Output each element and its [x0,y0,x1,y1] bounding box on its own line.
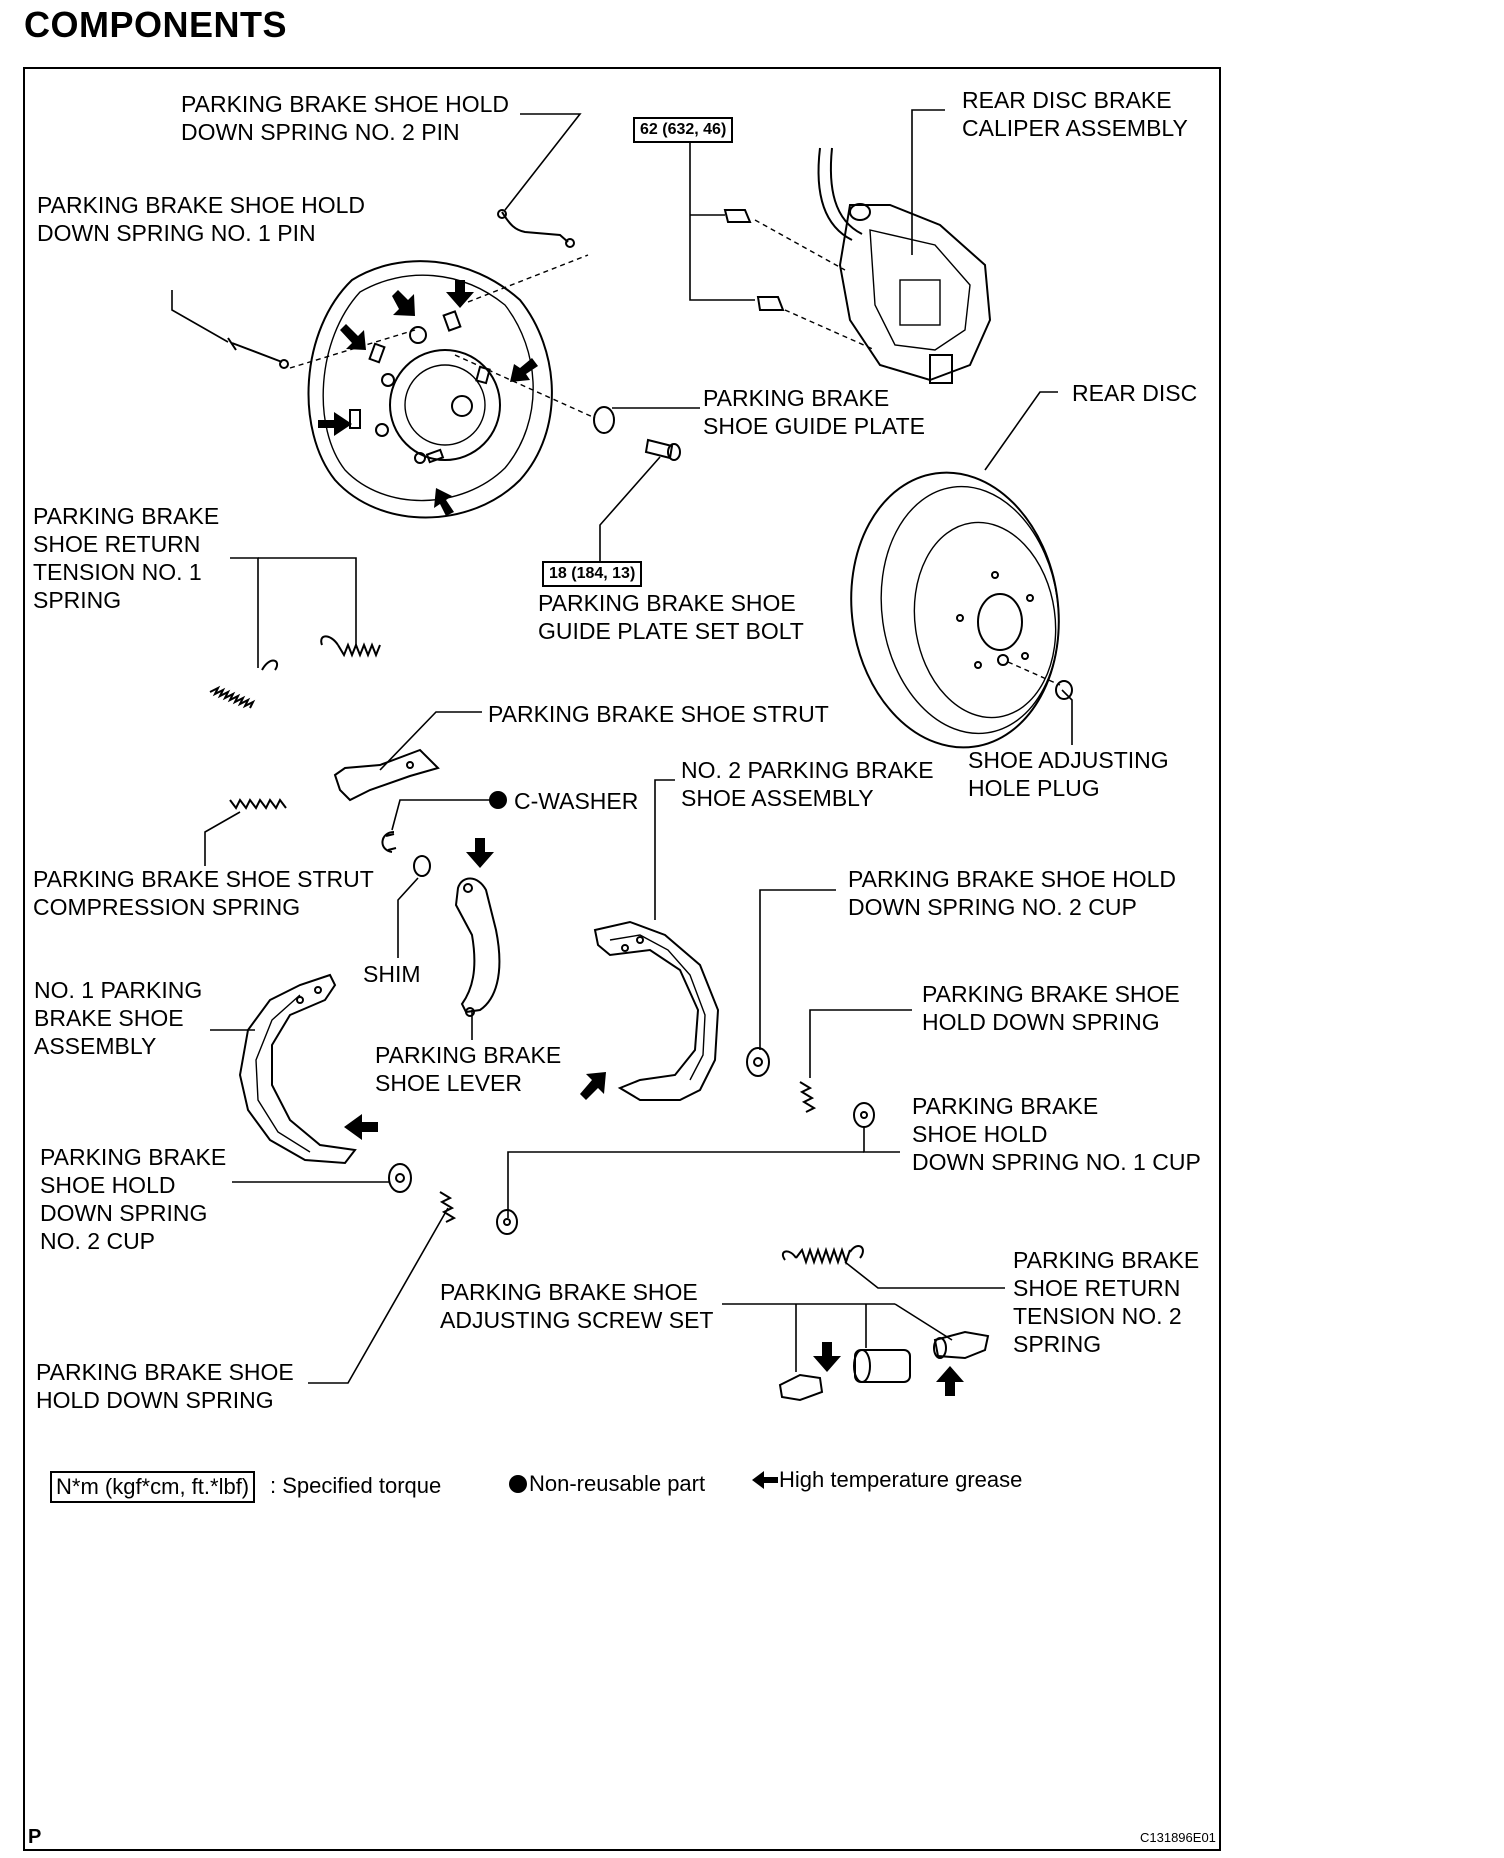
hold-down-no1-pin [227,337,289,369]
no1-cup-right [853,1102,875,1128]
legend-torque-box: N*m (kgf*cm, ft.*lbf) [50,1471,256,1503]
label-hold-down-spring-left: PARKING BRAKE SHOE HOLD DOWN SPRING [36,1359,294,1413]
torque-guide-plate-bolt: 18 (184, 13) [542,561,643,587]
legend-non-reusable: Non-reusable part [529,1471,706,1496]
shoe-strut [333,748,440,802]
diagram-frame [23,67,1221,1851]
no1-shoe-part [238,973,357,1165]
footer-p-mark: P [28,1826,42,1848]
no2-cup-left [388,1163,412,1193]
exploded-diagram [171,109,1073,1493]
label-caliper: REAR DISC BRAKE CALIPER ASSEMBLY [962,87,1188,141]
adjusting-screw-set-part [778,1330,990,1402]
label-c-washer: C-WASHER [514,788,639,814]
label-guide-plate-bolt: PARKING BRAKE SHOE GUIDE PLATE SET BOLT [538,590,804,644]
c-washer-part [381,831,397,853]
legend-arrow [752,1471,778,1489]
label-return-tension-no1: PARKING BRAKE SHOE RETURN TENSION NO. 1 … [33,503,220,613]
shim-part [413,855,431,877]
label-hold-down-no1-pin: PARKING BRAKE SHOE HOLD DOWN SPRING NO. … [37,192,366,246]
label-guide-plate: PARKING BRAKE SHOE GUIDE PLATE [703,385,925,439]
adjusting-hole-plug [1055,680,1073,700]
legend-torque-text: : Specified torque [270,1473,442,1498]
caliper-assembly [817,147,992,384]
torque-caliper-bolt: 62 (632, 46) [633,117,734,143]
hold-down-spring-right-part [799,1081,817,1113]
label-adjusting-screw-set: PARKING BRAKE SHOE ADJUSTING SCREW SET [440,1279,714,1333]
caliper-bolts [723,209,785,311]
label-return-tension-no2: PARKING BRAKE SHOE RETURN TENSION NO. 2 … [1013,1247,1200,1357]
no2-cup-right [746,1047,770,1077]
return-spring-no2-part [781,1245,864,1266]
no2-shoe-part [593,920,720,1101]
label-no2-shoe-assembly: NO. 2 PARKING BRAKE SHOE ASSEMBLY [681,757,934,811]
leader-lines [171,109,1073,1384]
label-no1-shoe-assembly: NO. 1 PARKING BRAKE SHOE ASSEMBLY [34,977,203,1059]
label-hold-down-no2-pin: PARKING BRAKE SHOE HOLD DOWN SPRING NO. … [181,91,510,145]
guide-plate-bolt [644,438,681,461]
label-strut-compression-spring: PARKING BRAKE SHOE STRUT COMPRESSION SPR… [33,866,374,920]
label-shim: SHIM [363,961,421,987]
legend-grease: High temperature grease [779,1467,1023,1492]
grease-arrows [318,280,964,1396]
return-spring-no1-a [209,659,279,709]
label-hold-down-no1-cup: PARKING BRAKE SHOE HOLD DOWN SPRING NO. … [912,1093,1201,1175]
page-title: COMPONENTS [24,4,288,45]
label-shoe-lever: PARKING BRAKE SHOE LEVER [375,1042,562,1096]
label-rear-disc: REAR DISC [1072,380,1198,406]
c-washer-dot [489,791,507,809]
label-hold-down-no2-cup-left: PARKING BRAKE SHOE HOLD DOWN SPRING NO. … [40,1144,227,1254]
label-hold-down-spring-right: PARKING BRAKE SHOE HOLD DOWN SPRING [922,981,1180,1035]
figure-code: C131896E01 [1140,1830,1216,1845]
label-strut: PARKING BRAKE SHOE STRUT [488,701,829,727]
backing-plate [307,260,553,519]
label-adjusting-hole-plug: SHOE ADJUSTING HOLE PLUG [968,747,1169,801]
label-hold-down-no2-cup-right: PARKING BRAKE SHOE HOLD DOWN SPRING NO. … [848,866,1177,920]
rear-disc [850,471,1060,749]
shoe-lever-part [454,877,501,1017]
return-spring-no1-b [320,635,381,658]
hold-down-no2-pin [497,209,575,248]
no1-cup-left [496,1209,518,1235]
strut-compression-spring [229,798,287,810]
legend-dot [509,1475,527,1493]
guide-plate [593,406,615,434]
hold-down-spring-left-part [439,1191,457,1223]
